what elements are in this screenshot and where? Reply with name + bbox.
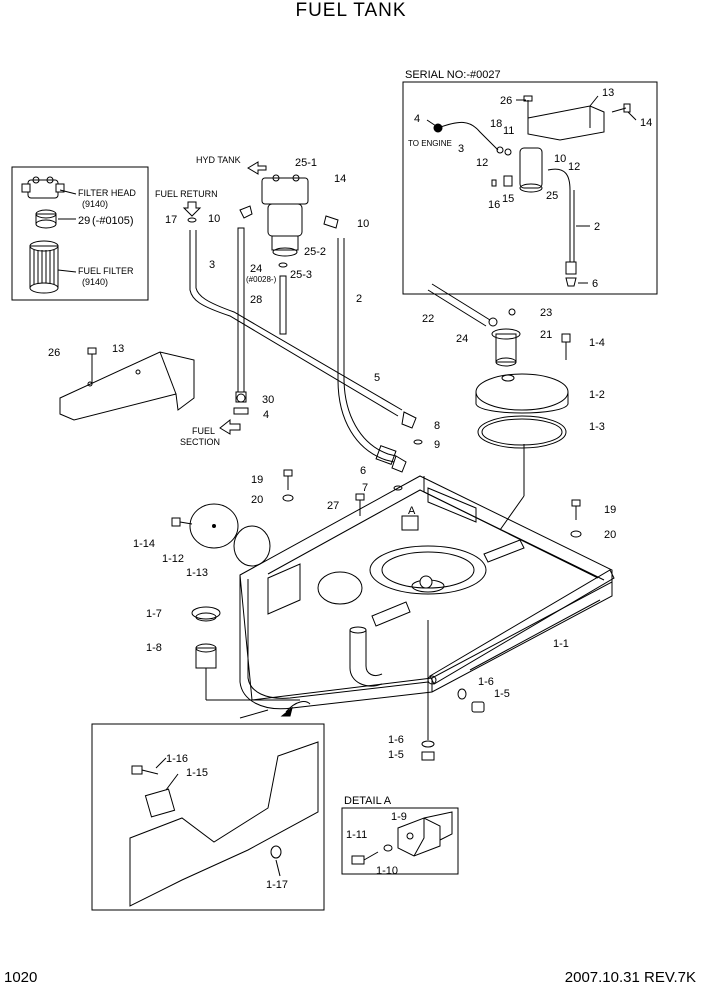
label-14: 14 (334, 173, 346, 185)
fuel-section-label-1: FUEL (192, 426, 215, 436)
label-1-1: 1-1 (553, 638, 569, 650)
label-part-29: 29 (78, 215, 90, 227)
fuel-filter-icon (29, 240, 59, 294)
serial-label-14: 14 (640, 117, 652, 129)
label-22: 22 (422, 313, 434, 325)
main-upper: HYD TANK FUEL RETURN (59, 155, 571, 531)
label-28: 28 (250, 294, 262, 306)
revision-date: 2007.10.31 REV.7K (564, 969, 696, 986)
label-1-4: 1-4 (589, 337, 605, 349)
detail-a-inset: DETAIL A (341, 795, 459, 875)
label-4: 4 (263, 409, 269, 421)
serial-heading: SERIAL NO:-#0027 (405, 69, 501, 81)
label-10a: 10 (208, 213, 220, 225)
serial-inset: SERIAL NO:-#0027 26 13 14 4 18 (402, 69, 658, 295)
label-a: A (408, 505, 416, 517)
note-0028: (#0028-) (246, 275, 277, 284)
filter-element-icon (35, 209, 57, 229)
label-1-14: 1-14 (133, 538, 155, 550)
label-19b: 19 (604, 504, 616, 516)
hyd-tank-label: HYD TANK (196, 155, 241, 165)
label-1-8: 1-8 (146, 642, 162, 654)
label-23: 23 (540, 307, 552, 319)
page-title: FUEL TANK (295, 0, 407, 21)
label-24b: 24 (456, 333, 468, 345)
label-1-7: 1-7 (146, 608, 162, 620)
serial-label-12: 12 (476, 157, 488, 169)
label-3: 3 (209, 259, 215, 271)
label-1-12: 1-12 (162, 553, 184, 565)
serial-label-26: 26 (500, 95, 512, 107)
serial-label-3: 3 (458, 143, 464, 155)
label-filter-head-code: (9140) (82, 199, 108, 209)
serial-label-2: 2 (594, 221, 600, 233)
fuel-tank-body (171, 469, 615, 761)
serial-label-11: 11 (503, 125, 514, 137)
label-filter-head: FILTER HEAD (78, 188, 136, 198)
label-26: 26 (48, 347, 60, 359)
label-2: 2 (356, 293, 362, 305)
serial-label-13: 13 (602, 87, 614, 99)
label-1-10: 1-10 (376, 865, 398, 877)
label-1-11: 1-11 (346, 829, 367, 841)
label-25-3: 25-3 (290, 269, 312, 281)
label-25-1: 25-1 (295, 157, 317, 169)
filter-head-icon (21, 176, 65, 199)
label-1-3: 1-3 (589, 421, 605, 433)
fuel-section-label-2: SECTION (180, 437, 220, 447)
label-24a: 24 (250, 263, 262, 275)
label-1-15: 1-15 (186, 767, 208, 779)
serial-label-15: 15 (502, 193, 514, 205)
serial-label-4: 4 (414, 113, 420, 125)
serial-label-16: 16 (488, 199, 500, 211)
label-19a: 19 (251, 474, 263, 486)
label-27: 27 (327, 500, 339, 512)
detail-a-heading: DETAIL A (344, 795, 392, 807)
label-9: 9 (434, 439, 440, 451)
label-30: 30 (262, 394, 274, 406)
plate-inset (91, 723, 325, 911)
filter-inset: FILTER HEAD (9140) 29 (-#0105) FUEL FILT… (11, 166, 149, 301)
label-8: 8 (434, 420, 440, 432)
label-1-5a: 1-5 (494, 688, 510, 700)
label-1-2: 1-2 (589, 389, 605, 401)
serial-label-18: 18 (490, 118, 502, 130)
page-number: 1020 (4, 969, 38, 986)
label-21: 21 (540, 329, 552, 341)
label-7: 7 (362, 482, 368, 494)
serial-label-10: 10 (554, 153, 566, 165)
serial-label-12b: 12 (568, 161, 580, 173)
label-1-17: 1-17 (266, 879, 288, 891)
label-20a: 20 (251, 494, 263, 506)
label-1-6a: 1-6 (478, 676, 494, 688)
label-fuel-filter-code: (9140) (82, 277, 108, 287)
serial-label-25: 25 (546, 190, 558, 202)
label-17: 17 (165, 214, 177, 226)
label-5: 5 (374, 372, 380, 384)
label-1-9: 1-9 (391, 811, 407, 823)
label-1-5b: 1-5 (388, 749, 404, 761)
label-10b: 10 (357, 218, 369, 230)
label-1-16: 1-16 (166, 753, 188, 765)
label-1-13: 1-13 (186, 567, 208, 579)
fuel-return-label: FUEL RETURN (155, 189, 218, 199)
label-1-6b: 1-6 (388, 734, 404, 746)
serial-label-6: 6 (592, 278, 598, 290)
label-part-29-note: (-#0105) (92, 215, 134, 227)
label-25-2: 25-2 (304, 246, 326, 258)
label-13: 13 (112, 343, 124, 355)
label-fuel-filter: FUEL FILTER (78, 266, 134, 276)
to-engine-label: TO ENGINE (408, 139, 452, 148)
label-20b: 20 (604, 529, 616, 541)
label-6: 6 (360, 465, 366, 477)
